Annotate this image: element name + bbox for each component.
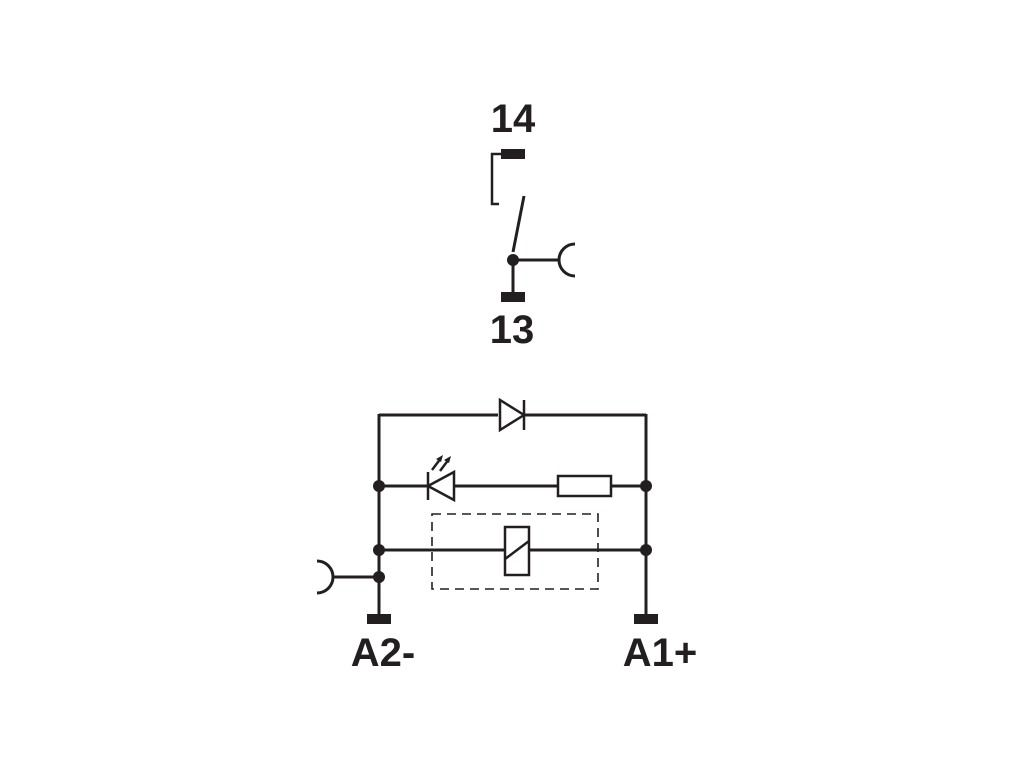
contact-junction-dot <box>507 254 519 266</box>
junction-dot <box>640 544 652 556</box>
contact-actuator-hook <box>557 242 576 278</box>
terminal-14-label: 14 <box>491 97 536 141</box>
contact-switch-blade <box>511 195 526 253</box>
junction-dot <box>373 480 385 492</box>
resistor-icon <box>556 474 613 498</box>
junction-dot <box>373 571 385 583</box>
contact-14-bracket <box>490 152 501 206</box>
relay-contact: 14 13 <box>490 97 576 352</box>
terminal-14-pad <box>501 149 525 159</box>
terminal-13-pad <box>501 292 525 302</box>
terminal-a1-pad <box>634 614 658 624</box>
junction-dot <box>640 480 652 492</box>
terminal-a2-pad <box>367 614 391 624</box>
led-icon <box>425 455 456 503</box>
a2-actuator-hook <box>316 559 335 595</box>
terminal-a2-label: A2- <box>351 631 415 675</box>
relay-coil-circuit: A2- A1+ <box>316 397 698 675</box>
terminal-a1-label: A1+ <box>623 631 698 675</box>
freewheel-diode-icon <box>498 397 527 433</box>
terminal-13-label: 13 <box>490 308 535 352</box>
relay-coil-icon <box>503 525 531 577</box>
junction-dot <box>373 544 385 556</box>
